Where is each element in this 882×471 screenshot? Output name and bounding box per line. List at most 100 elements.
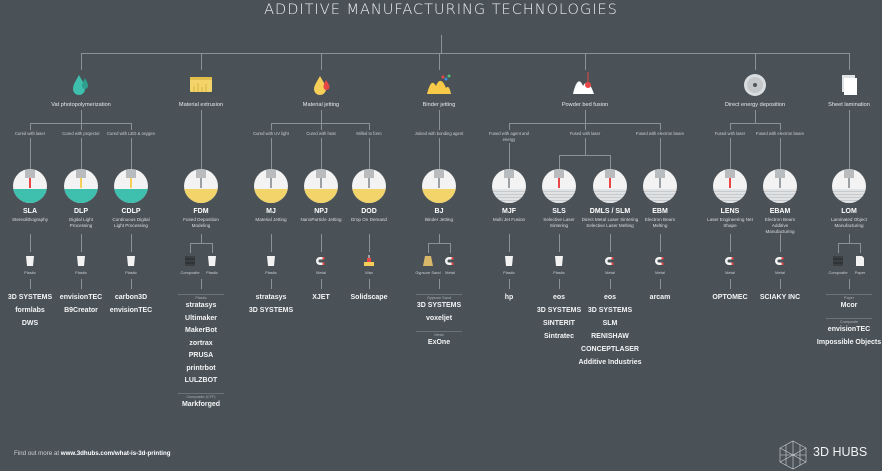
- brand-logo[interactable]: 3D SYSTEMS: [7, 294, 53, 301]
- technology-ebm-diagram[interactable]: [643, 169, 677, 203]
- connector-line: [271, 123, 369, 124]
- brand-logo[interactable]: printrbot: [186, 364, 216, 372]
- build-material-fill: [352, 188, 386, 203]
- material-label: Composite: [828, 270, 848, 275]
- brand-logo[interactable]: PRUSA: [188, 352, 214, 359]
- brand-logo[interactable]: SCIAKY INC: [759, 294, 801, 301]
- material-label: Plastic: [125, 270, 137, 275]
- print-head-icon: [844, 169, 854, 178]
- technology-ebam-diagram[interactable]: [763, 169, 797, 203]
- brand-logo[interactable]: MakerBot: [185, 327, 217, 334]
- material-label: Plastic: [206, 270, 218, 275]
- connector-line: [321, 234, 322, 252]
- brand-logo[interactable]: hp: [504, 294, 514, 301]
- brand-logo[interactable]: OPTOMEC: [712, 294, 748, 301]
- brand-logo[interactable]: XJET: [312, 294, 330, 301]
- category-label: Powder bed fusion: [535, 102, 635, 108]
- brand-logo[interactable]: Ultimaker: [185, 314, 217, 322]
- connector-line: [131, 123, 132, 169]
- brand-logo[interactable]: 3D SYSTEMS: [248, 307, 294, 314]
- technology-lens-diagram[interactable]: [713, 169, 747, 203]
- technology-name: Electron Beam Melting: [644, 217, 676, 228]
- technology-mjf-diagram[interactable]: [492, 169, 526, 203]
- technology-name: Laminated Object Manufacturing: [830, 217, 867, 228]
- brand-logo[interactable]: arcam: [649, 294, 671, 301]
- material-label: Metal: [445, 270, 455, 275]
- connector-line: [201, 279, 202, 289]
- connector-line: [849, 110, 850, 169]
- technology-abbr: DLP: [74, 208, 88, 215]
- brand-logo[interactable]: 3D SYSTEMS: [416, 302, 462, 309]
- brand-logo[interactable]: Impossible Objects: [816, 339, 882, 346]
- brand-logo[interactable]: ExOne: [427, 339, 451, 346]
- technology-abbr: MJF: [502, 208, 516, 215]
- brand-logo[interactable]: Markforged: [181, 400, 221, 408]
- brand-logo[interactable]: voxeljet: [425, 315, 453, 322]
- connector-line: [439, 234, 440, 243]
- brand-logo[interactable]: SLM: [602, 320, 618, 327]
- brand-logo[interactable]: envisionTEC: [827, 326, 871, 333]
- technology-fdm-diagram[interactable]: [184, 169, 218, 203]
- connector-line: [610, 155, 611, 169]
- brand-logo[interactable]: DWS: [21, 320, 39, 327]
- brand-logo[interactable]: envisionTEC: [109, 307, 153, 314]
- brand-logo[interactable]: carbon3D: [114, 294, 148, 301]
- technology-abbr: NPJ: [314, 208, 328, 215]
- brand-logo[interactable]: eos: [552, 294, 566, 301]
- brand-logo[interactable]: CONCEPTLASER: [581, 346, 639, 353]
- connector-line: [30, 279, 31, 289]
- category-label: Sheet lamination: [799, 102, 882, 108]
- brand-logo[interactable]: SINTERIT: [543, 320, 575, 327]
- technology-sla-diagram[interactable]: [13, 169, 47, 203]
- powder-hill-icon: [427, 74, 451, 94]
- technology-lom-diagram[interactable]: [832, 169, 866, 203]
- brand-logo[interactable]: stratasys: [185, 302, 217, 309]
- connector-line: [559, 155, 560, 169]
- brand-logo[interactable]: RENISHAW: [591, 333, 629, 340]
- brand-logo[interactable]: envisionTEC: [59, 294, 103, 301]
- brand-logo[interactable]: Additive Industries: [578, 359, 642, 366]
- technology-mj-diagram[interactable]: [254, 169, 288, 203]
- connector-line: [321, 110, 322, 123]
- footer-link[interactable]: www.3dhubs.com/what-is-3d-printing: [60, 450, 171, 457]
- technology-dod-diagram[interactable]: [352, 169, 386, 203]
- plastic-cup-icon: [127, 256, 135, 266]
- beam-icon: [130, 178, 132, 188]
- build-material-fill: [832, 188, 866, 203]
- brand-logo[interactable]: B9Creator: [64, 307, 98, 314]
- connector-line: [660, 234, 661, 252]
- connector-line: [509, 279, 510, 289]
- technology-sls-diagram[interactable]: [542, 169, 576, 203]
- connector-line: [780, 123, 781, 169]
- brand-logo[interactable]: zortrax: [189, 339, 213, 347]
- build-material-fill: [304, 188, 338, 203]
- technology-dlp-diagram[interactable]: [64, 169, 98, 203]
- brand-logo[interactable]: eos: [603, 294, 617, 301]
- category-label: Binder jetting: [389, 102, 489, 108]
- brand-logo[interactable]: Solidscape: [350, 294, 388, 301]
- connector-line: [780, 279, 781, 289]
- brand-logo[interactable]: 3D SYSTEMS: [587, 307, 633, 314]
- technology-name: Multi Jet Fusion: [492, 217, 526, 222]
- print-head-icon: [655, 169, 665, 178]
- connector-line: [610, 234, 611, 252]
- connector-line: [660, 123, 661, 169]
- technology-dmlsslm-diagram[interactable]: [593, 169, 627, 203]
- brand-logo[interactable]: LULZBOT: [184, 377, 218, 384]
- technology-bj-diagram[interactable]: [422, 169, 456, 203]
- technology-name: Binder Jetting: [424, 217, 454, 222]
- print-head-icon: [266, 169, 276, 178]
- composite-layers-icon: [185, 256, 195, 266]
- brand-logo[interactable]: formlabs: [15, 307, 45, 314]
- technology-abbr: BJ: [434, 208, 444, 215]
- beam-icon: [848, 178, 850, 188]
- beam-icon: [270, 178, 272, 188]
- brand-logo[interactable]: stratasys: [255, 294, 287, 301]
- connector-line: [755, 53, 756, 70]
- brand-logo[interactable]: Mcor: [840, 302, 858, 309]
- technology-cdlp-diagram[interactable]: [114, 169, 148, 203]
- brand-logo[interactable]: Sintratec: [544, 333, 574, 340]
- technology-npj-diagram[interactable]: [304, 169, 338, 203]
- brand-logo[interactable]: 3D SYSTEMS: [536, 307, 582, 314]
- connector-line: [271, 123, 272, 169]
